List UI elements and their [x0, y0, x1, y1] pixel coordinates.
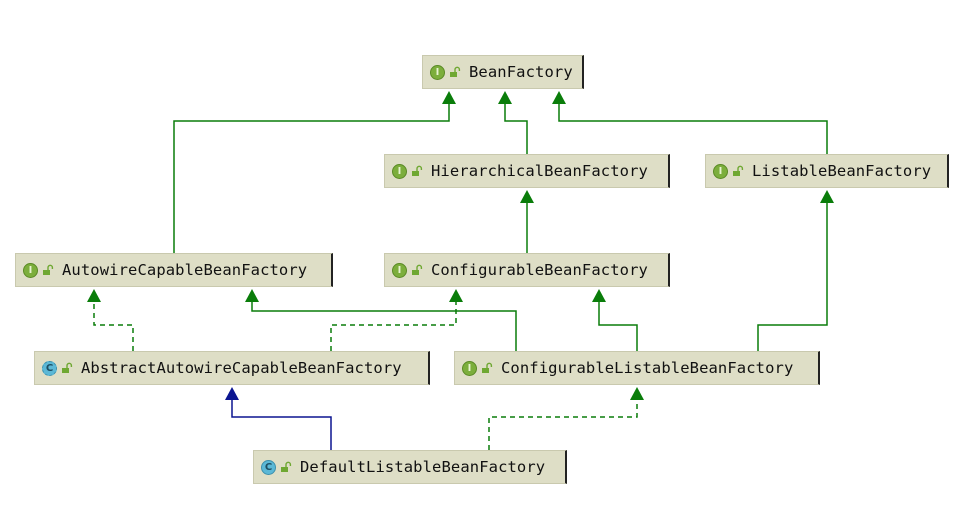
node-default-listable-bean-factory[interactable]: C DefaultListableBeanFactory — [253, 450, 567, 484]
edge-extends — [173, 91, 456, 253]
node-abstract-autowire-capable-bean-factory[interactable]: C AbstractAutowireCapableBeanFactory — [34, 351, 430, 385]
interface-icon: I — [713, 163, 728, 179]
edge-line — [757, 200, 828, 351]
edge-line — [251, 299, 517, 351]
unlock-icon — [733, 165, 744, 176]
edge-arrowhead — [552, 91, 566, 104]
node-label: AutowireCapableBeanFactory — [62, 261, 308, 279]
edge-extends — [552, 91, 828, 154]
node-label: ConfigurableBeanFactory — [431, 261, 648, 279]
edge-arrowhead — [820, 190, 834, 203]
interface-icon: I — [392, 262, 407, 278]
node-bean-factory[interactable]: I BeanFactory — [422, 55, 584, 89]
edge-arrowhead — [592, 289, 606, 302]
interface-icon: I — [23, 262, 38, 278]
edge-line — [488, 397, 638, 450]
unlock-icon — [412, 264, 423, 275]
node-hierarchical-bean-factory[interactable]: I HierarchicalBeanFactory — [384, 154, 670, 188]
edge-arrowhead — [245, 289, 259, 302]
edge-arrowhead — [87, 289, 101, 302]
edge-extends — [245, 289, 517, 351]
unlock-icon — [412, 165, 423, 176]
edge-line — [504, 101, 528, 154]
edge-arrowhead — [225, 387, 239, 400]
edge-arrowhead — [630, 387, 644, 400]
edge-implements — [330, 289, 463, 351]
edge-line — [558, 101, 828, 154]
node-configurable-bean-factory[interactable]: I ConfigurableBeanFactory — [384, 253, 670, 287]
node-label: DefaultListableBeanFactory — [300, 458, 546, 476]
node-autowire-capable-bean-factory[interactable]: I AutowireCapableBeanFactory — [15, 253, 333, 287]
edge-arrowhead — [449, 289, 463, 302]
interface-icon: I — [430, 64, 445, 80]
edge-line — [173, 101, 450, 253]
node-configurable-listable-bean-factory[interactable]: I ConfigurableListableBeanFactory — [454, 351, 820, 385]
unlock-icon — [450, 66, 461, 77]
edge-arrowhead — [442, 91, 456, 104]
unlock-icon — [281, 461, 292, 472]
edge-extends — [498, 91, 528, 154]
node-label: HierarchicalBeanFactory — [431, 162, 648, 180]
edge-arrowhead — [520, 190, 534, 203]
node-label: ConfigurableListableBeanFactory — [501, 359, 794, 377]
node-label: BeanFactory — [469, 63, 573, 81]
edge-extends — [520, 190, 534, 253]
edge-line — [330, 299, 457, 351]
edge-extends — [757, 190, 834, 351]
interface-icon: I — [392, 163, 407, 179]
edge-extends — [592, 289, 638, 351]
edge-line — [598, 299, 638, 351]
node-label: ListableBeanFactory — [752, 162, 932, 180]
interface-icon: I — [462, 360, 477, 376]
unlock-icon — [43, 264, 54, 275]
edge-line — [231, 397, 332, 450]
node-label: AbstractAutowireCapableBeanFactory — [81, 359, 402, 377]
unlock-icon — [62, 362, 73, 373]
edge-extends-class — [225, 387, 332, 450]
node-listable-bean-factory[interactable]: I ListableBeanFactory — [705, 154, 949, 188]
unlock-icon — [482, 362, 493, 373]
edge-implements — [488, 387, 644, 450]
edge-implements — [87, 289, 134, 351]
abstract-class-icon: C — [42, 360, 57, 376]
edge-line — [93, 299, 134, 351]
edge-arrowhead — [498, 91, 512, 104]
class-icon: C — [261, 459, 276, 475]
